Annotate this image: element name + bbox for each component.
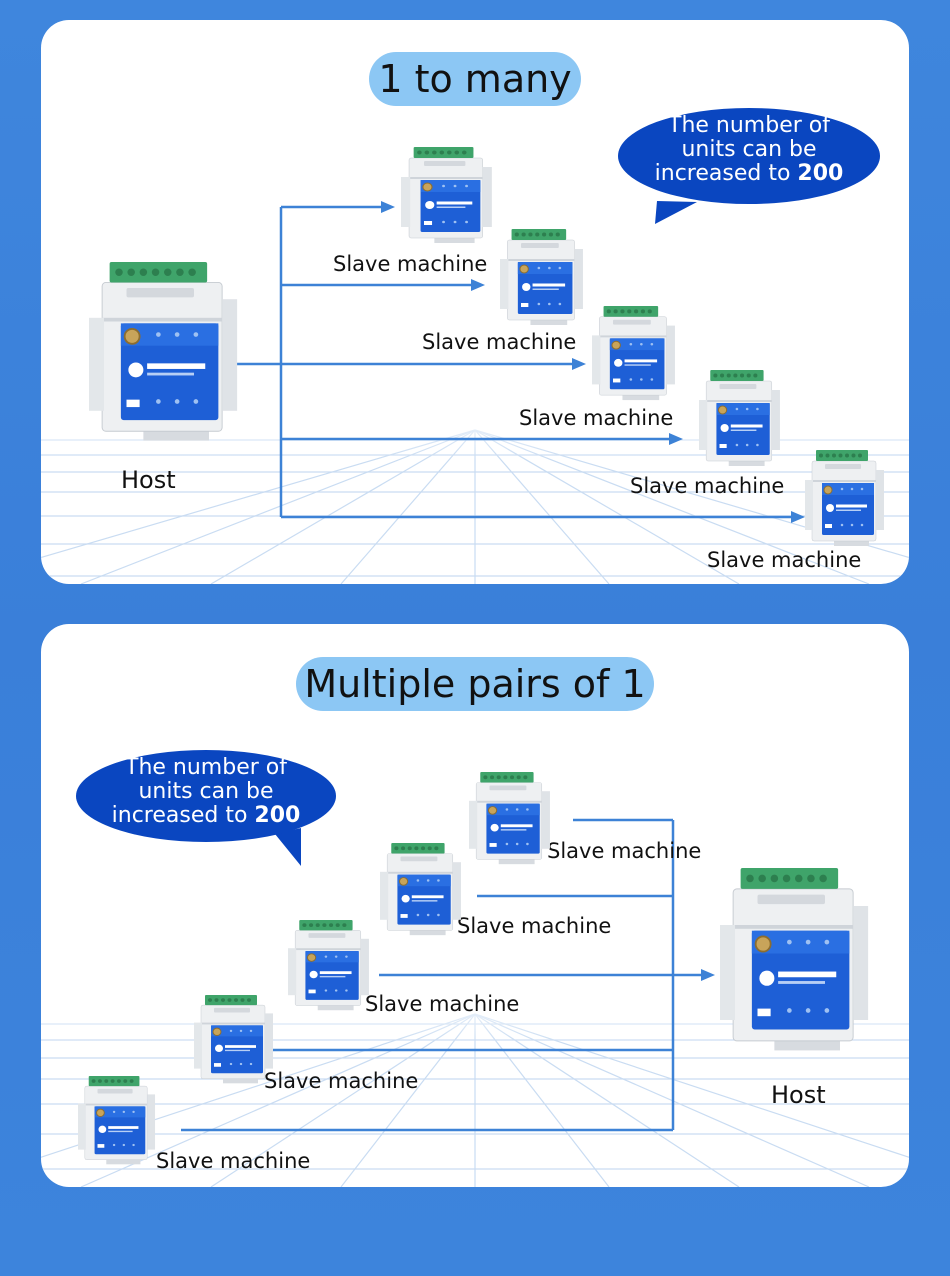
diagram-title: Multiple pairs of 1 — [296, 657, 654, 711]
slave-device — [699, 370, 781, 470]
connection-lines — [181, 818, 715, 1132]
host-device — [89, 262, 239, 448]
bubble-line-2: units can be — [138, 779, 274, 804]
slave-label: Slave machine — [156, 1149, 311, 1173]
slave-device — [500, 229, 584, 329]
slave-label: Slave machine — [365, 992, 520, 1016]
bubble-line-3: increased to 200 — [111, 803, 301, 828]
slave-label: Slave machine — [422, 330, 577, 354]
bubble-line-1: The number of — [668, 113, 830, 138]
slave-label: Slave machine — [630, 474, 785, 498]
slave-device — [78, 1076, 156, 1168]
bubble-line-3: increased to 200 — [654, 161, 844, 186]
slave-label: Slave machine — [457, 914, 612, 938]
slave-device — [401, 147, 493, 247]
slave-device — [380, 843, 462, 939]
host-label: Host — [771, 1081, 826, 1109]
bubble-text: The number of units can be increased to … — [637, 114, 861, 186]
connection-lines — [236, 201, 805, 523]
slave-label: Slave machine — [547, 839, 702, 863]
speech-bubble — [618, 108, 880, 224]
speech-bubble — [76, 750, 336, 866]
bubble-line-2: units can be — [681, 137, 817, 162]
bubble-line-1: The number of — [125, 755, 287, 780]
slave-label: Slave machine — [519, 406, 674, 430]
host-label: Host — [121, 466, 176, 494]
slave-label: Slave machine — [264, 1069, 419, 1093]
slave-label: Slave machine — [707, 548, 862, 572]
multiple-pairs-panel: Multiple pairs of 1 The number of units … — [41, 624, 909, 1187]
slave-device — [288, 920, 370, 1014]
host-device — [720, 868, 870, 1058]
slave-device — [194, 995, 274, 1087]
slave-device — [805, 450, 885, 550]
bubble-text: The number of units can be increased to … — [95, 756, 317, 828]
slave-device — [592, 306, 676, 404]
slave-device — [469, 772, 551, 868]
slave-label: Slave machine — [333, 252, 488, 276]
diagram-title: 1 to many — [369, 52, 581, 106]
